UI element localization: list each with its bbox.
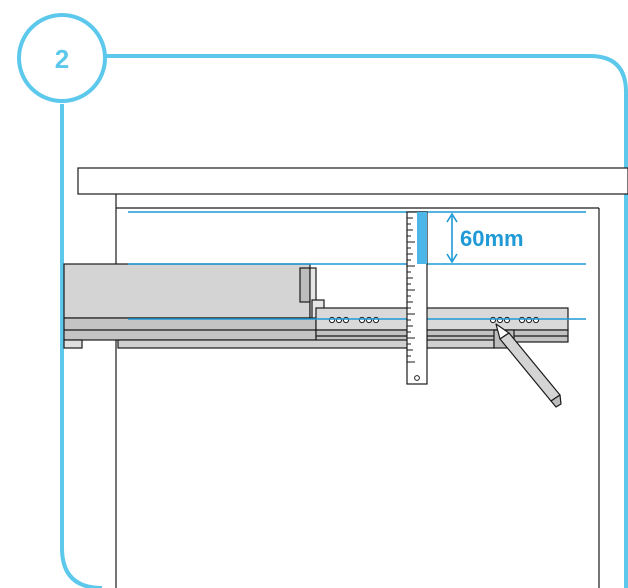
- step-badge: 2: [17, 13, 107, 103]
- drawer-box: [63, 263, 325, 349]
- cabinet: [77, 167, 628, 588]
- ruler-ticks: [407, 217, 415, 363]
- ruler-icon: [406, 211, 428, 385]
- guide-lines: [128, 211, 586, 320]
- pencil-icon: [495, 323, 562, 408]
- step-number: 2: [55, 44, 69, 74]
- dimension-arrow: [446, 212, 458, 264]
- cabinet-top-panel: [77, 167, 628, 195]
- ruler-highlight: [417, 212, 427, 264]
- dimension-label: 60mm: [460, 226, 524, 251]
